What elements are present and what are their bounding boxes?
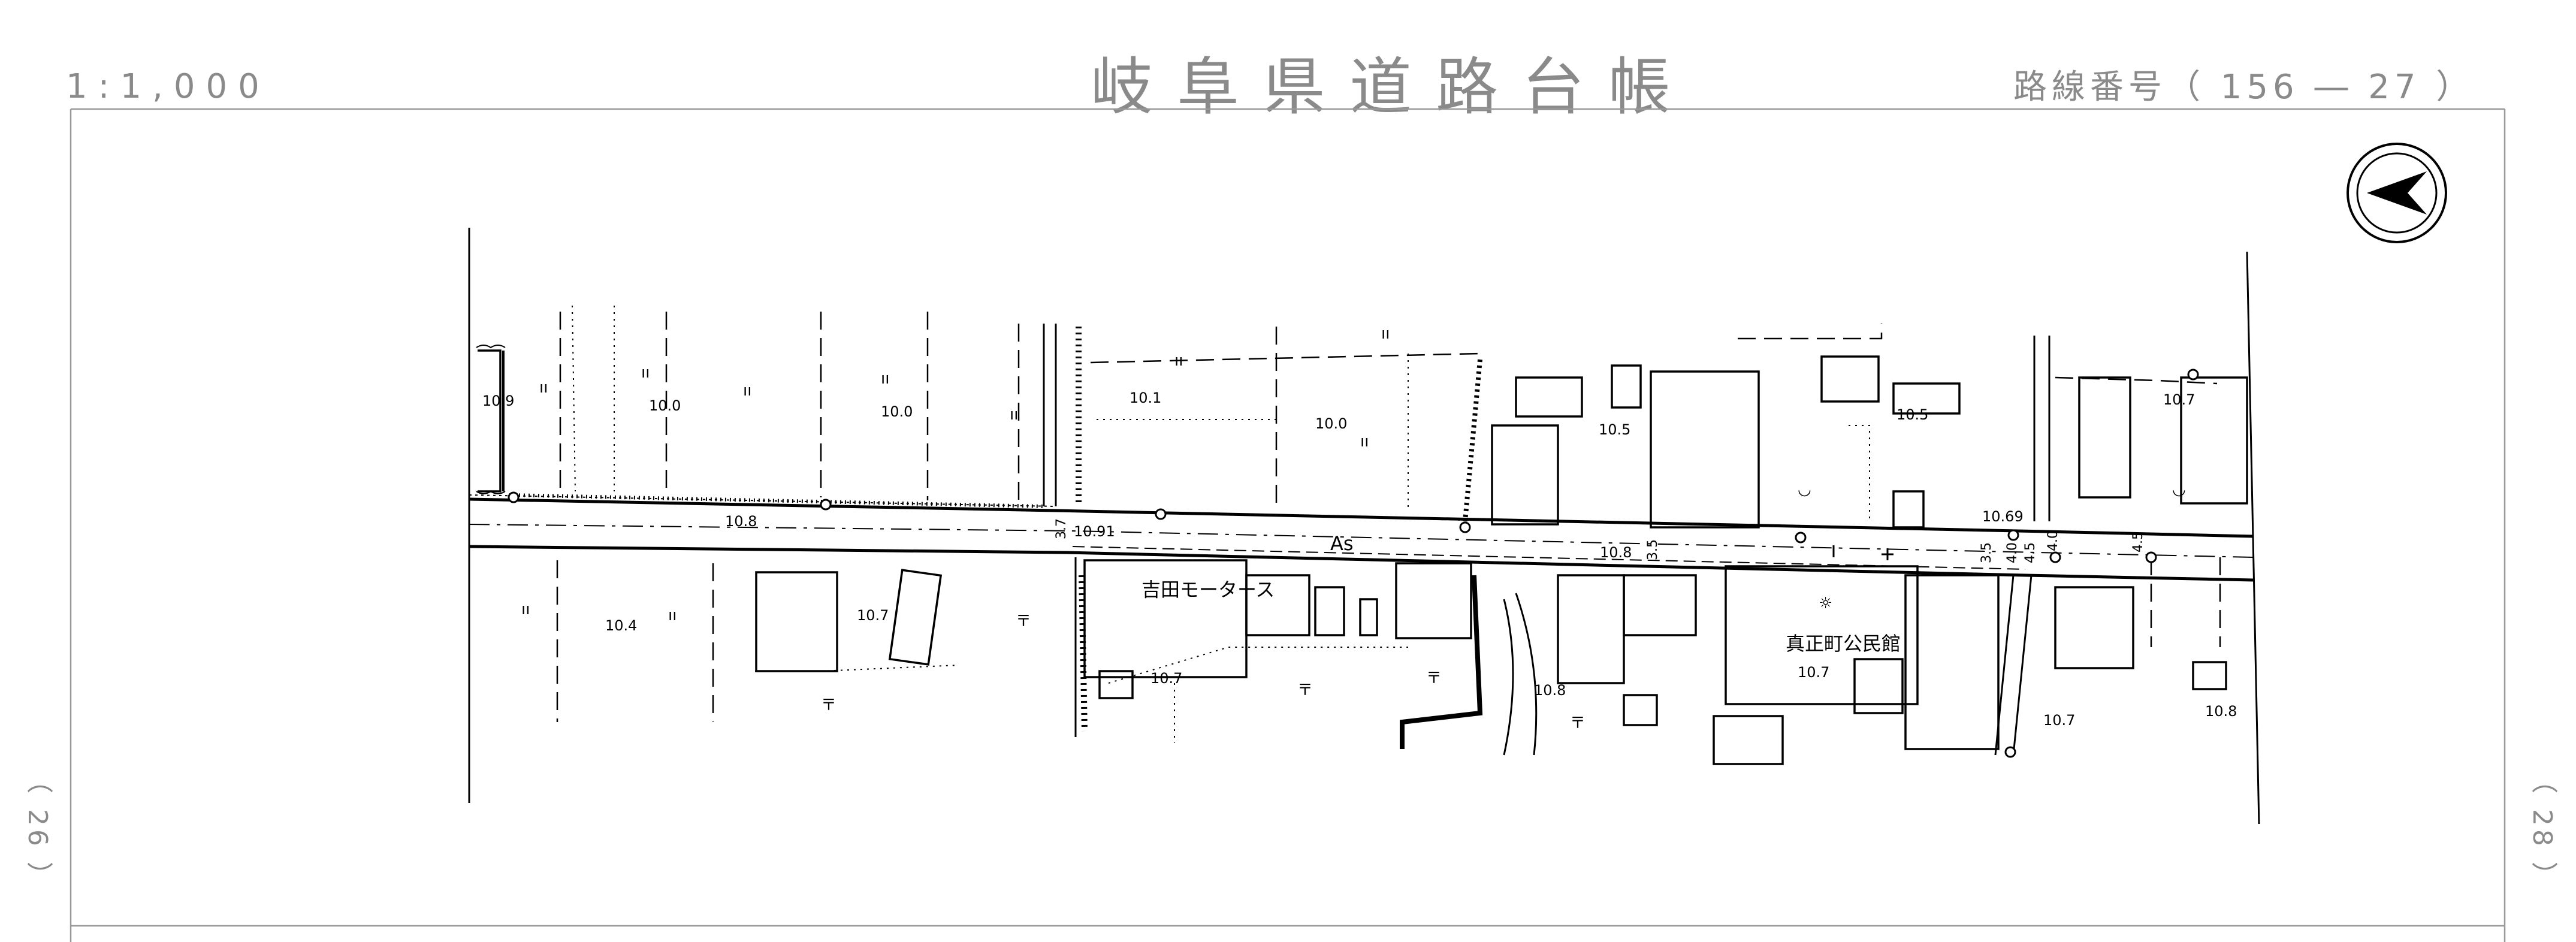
elev-label: 10.7: [2163, 391, 2195, 408]
utility-poles: [508, 369, 2199, 758]
building-name: 真正町公民館: [1786, 632, 1901, 655]
svg-text:ıı: ıı: [668, 606, 677, 624]
svg-text:ıı: ıı: [1360, 433, 1369, 451]
elev-label: 10.0: [1315, 415, 1347, 432]
svg-text:〒: 〒: [1426, 669, 1442, 687]
width-label: 3.5: [1979, 542, 1994, 563]
road: [469, 494, 2254, 582]
svg-text:ıı: ıı: [1010, 406, 1018, 424]
map-title: 岐阜県道路台帳: [1091, 50, 1695, 123]
parcel-lines: [556, 312, 2221, 722]
svg-text:ıı: ıı: [743, 382, 751, 400]
elev-label: 10.0: [881, 403, 913, 420]
building-name: 吉田モータース: [1141, 578, 1275, 601]
width-label: 4.5: [2131, 532, 2146, 552]
svg-text:◡: ◡: [1798, 481, 1811, 499]
elev-label: 10.5: [1896, 406, 1928, 423]
right-sheet-ref: （ 28 ）: [2527, 767, 2557, 892]
survey-boundaries: [468, 228, 2260, 825]
scale-label: 1:1,000: [66, 67, 270, 106]
elev-label: 10.8: [1534, 682, 1566, 699]
north-arrow-icon: [2347, 143, 2447, 243]
elev-label: 10.7: [1798, 664, 1829, 681]
width-label: 3.5: [1645, 539, 1660, 560]
route-number: 路線番号（ 156 ― 27 ）: [2013, 68, 2475, 107]
elev-label: 10.1: [1130, 390, 1161, 406]
buildings: [478, 349, 2248, 765]
svg-text:ıı: ıı: [641, 364, 650, 382]
elev-label: 10.8: [1600, 544, 1632, 561]
elev-label: 10.7: [2043, 712, 2075, 729]
svg-text:◡: ◡: [2172, 481, 2186, 499]
surface-label: As: [1330, 532, 1354, 555]
svg-text:☼: ☼: [1819, 594, 1832, 612]
svg-text:〒: 〒: [821, 696, 836, 714]
elev-label: 10.8: [2205, 703, 2237, 720]
left-sheet-ref: （ 26 ）: [22, 767, 53, 892]
elev-label: 10.7: [857, 607, 889, 624]
width-label: 4.0: [2046, 530, 2061, 551]
svg-text:ıı: ıı: [539, 379, 548, 397]
elev-label: 10.0: [649, 397, 681, 414]
elev-label: 10.9: [482, 393, 514, 409]
svg-text:〒: 〒: [1016, 612, 1031, 630]
elev-label: 10.91: [1074, 523, 1115, 540]
elev-label: 10.4: [605, 617, 637, 634]
elev-label: 10.69: [1982, 508, 2024, 525]
embankments: [476, 327, 1483, 749]
svg-text:ıı: ıı: [1381, 325, 1390, 343]
svg-text:ıı: ıı: [881, 370, 889, 388]
svg-text:〒: 〒: [1297, 681, 1313, 699]
svg-text:ıı: ıı: [521, 600, 530, 618]
elev-label: 10.8: [725, 513, 757, 530]
width-label: 3.7: [1054, 518, 1069, 539]
elev-label: 10.7: [1150, 670, 1182, 687]
width-label: 4.0: [2005, 542, 2020, 563]
width-label: 4.5: [2023, 542, 2038, 563]
elev-label: 10.5: [1599, 421, 1630, 438]
svg-text:〒: 〒: [1570, 714, 1586, 732]
map-frame: [70, 108, 2506, 942]
svg-text:ıı: ıı: [1174, 352, 1183, 370]
